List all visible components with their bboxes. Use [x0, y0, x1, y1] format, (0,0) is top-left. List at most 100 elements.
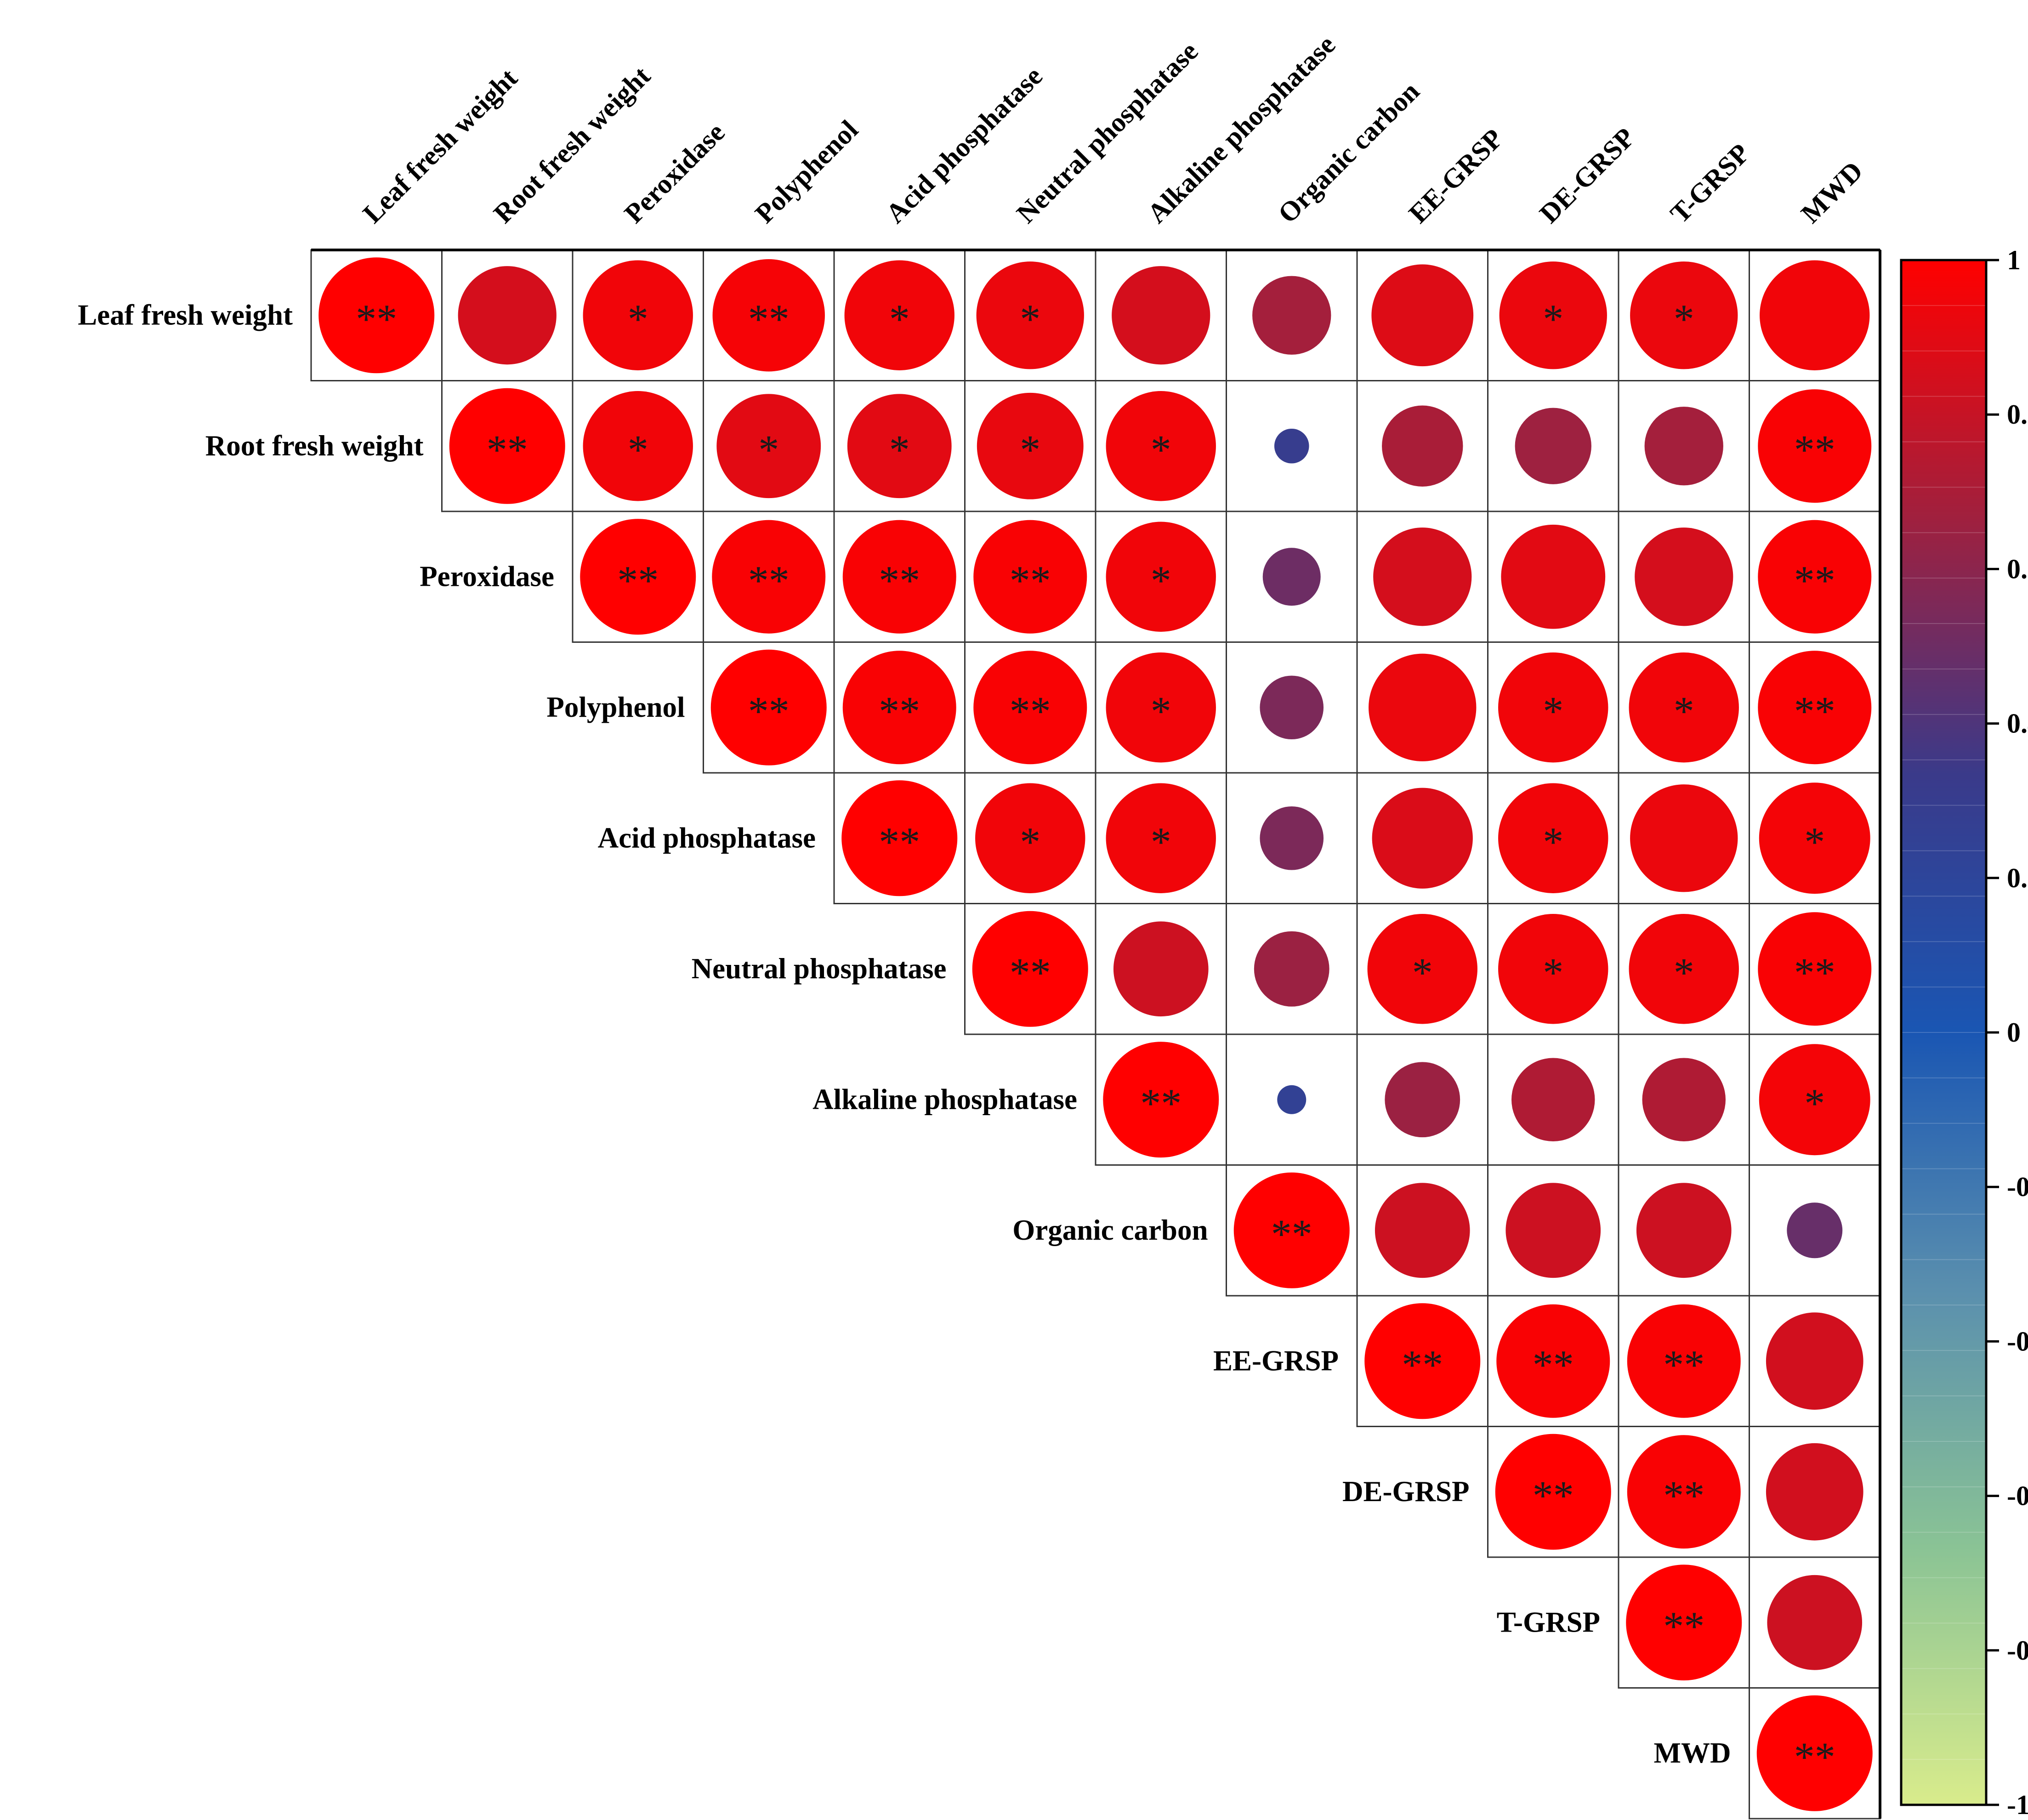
row-label: Acid phosphatase: [598, 822, 816, 854]
correlation-circle: [1254, 931, 1329, 1007]
correlation-circle: [1496, 1304, 1610, 1418]
significance-label: *: [1151, 558, 1171, 603]
correlation-circle: [1501, 524, 1606, 629]
significance-label: *: [1543, 296, 1563, 342]
significance-label: **: [1533, 1473, 1574, 1519]
correlation-circle: [1626, 1565, 1742, 1681]
correlation-circle: [1642, 1058, 1726, 1141]
correlation-circle: [1495, 1434, 1611, 1550]
column-label: T-GRSP: [1664, 138, 1755, 229]
correlation-circle: [1367, 914, 1477, 1024]
significance-label: *: [1674, 689, 1694, 734]
correlation-circle: [1382, 405, 1463, 487]
significance-label: *: [1804, 1081, 1825, 1126]
significance-label: *: [1020, 819, 1040, 865]
significance-label: **: [1010, 950, 1051, 996]
significance-label: **: [1663, 1604, 1704, 1649]
correlation-circle: [1371, 264, 1474, 367]
correlation-circle: [712, 259, 825, 372]
correlation-circle: [1373, 527, 1472, 626]
correlation-circle: [1636, 1183, 1732, 1278]
column-label: Organic carbon: [1272, 76, 1425, 229]
correlation-circle: [1635, 527, 1733, 626]
row-label: Neutral phosphatase: [692, 953, 947, 985]
colorbar-tick-label: 0.2: [2007, 863, 2028, 893]
significance-label: **: [487, 427, 528, 473]
significance-label: *: [628, 427, 648, 473]
correlation-circle: [580, 519, 696, 635]
correlation-circle: [1511, 1058, 1595, 1141]
colorbar-gradient: [1901, 260, 1986, 1805]
colorbar-tick-label: -0.6: [2007, 1481, 2028, 1511]
correlation-circle: [975, 783, 1085, 893]
correlation-circle: [583, 260, 693, 370]
correlation-circle: [977, 392, 1084, 499]
correlation-circle: [976, 261, 1084, 369]
row-label: Peroxidase: [420, 560, 554, 592]
correlation-circle: [1759, 782, 1870, 894]
significance-label: **: [617, 558, 659, 603]
colorbar-tick-label: -0.2: [2007, 1172, 2028, 1202]
row-label: Polyphenol: [546, 691, 685, 723]
significance-label: **: [748, 689, 790, 734]
significance-label: *: [1804, 819, 1825, 865]
significance-label: **: [1271, 1212, 1312, 1257]
significance-label: **: [1010, 689, 1051, 734]
significance-label: *: [889, 296, 910, 342]
correlation-circle: [1787, 1202, 1843, 1259]
correlation-circle: [1630, 784, 1738, 892]
correlation-circle: [712, 520, 826, 634]
significance-label: *: [1543, 819, 1563, 865]
correlation-circle: [1385, 1062, 1460, 1138]
correlation-circle: [841, 780, 958, 896]
column-label: MWD: [1795, 155, 1869, 229]
correlation-circle: [972, 911, 1088, 1027]
correlation-circle: [1364, 1303, 1481, 1419]
correlation-circle: [1627, 1304, 1741, 1418]
correlation-circle: [1260, 806, 1324, 870]
row-label: Root fresh weight: [205, 430, 424, 462]
row-label: EE-GRSP: [1213, 1344, 1339, 1377]
correlation-circle: [710, 649, 827, 765]
colorbar-tick-label: 1: [2007, 245, 2021, 275]
colorbar: 10.80.60.40.20-0.2-0.4-0.6-0.8-1: [1900, 245, 2028, 1820]
significance-label: **: [1010, 558, 1051, 603]
significance-label: *: [1674, 950, 1694, 996]
correlation-circle: [1766, 1443, 1863, 1541]
significance-label: **: [1533, 1342, 1574, 1388]
correlation-grid: ****************************************…: [310, 249, 1881, 1820]
column-label: Peroxidase: [619, 117, 731, 229]
significance-label: **: [1794, 689, 1835, 734]
correlation-circle: [1103, 1042, 1219, 1158]
correlation-circle: [1274, 428, 1309, 464]
correlation-circle: [449, 388, 565, 504]
significance-label: *: [1674, 296, 1694, 342]
correlation-circle: [844, 260, 954, 370]
colorbar-tick-label: -0.4: [2007, 1326, 2028, 1356]
correlation-circle: [1630, 261, 1738, 369]
significance-label: **: [879, 558, 920, 603]
row-label: Alkaline phosphatase: [812, 1083, 1077, 1115]
correlation-circle: [1766, 1312, 1863, 1410]
correlation-circle: [1629, 652, 1739, 763]
correlation-circle: [1505, 1183, 1601, 1278]
correlation-circle: [1106, 391, 1216, 501]
correlation-circle: [1758, 651, 1872, 765]
correlation-circle: [1277, 1085, 1307, 1114]
significance-label: **: [1794, 950, 1835, 996]
column-label: DE-GRSP: [1534, 122, 1641, 229]
significance-label: *: [1020, 296, 1040, 342]
significance-label: *: [1151, 427, 1171, 473]
significance-label: *: [889, 427, 910, 473]
correlation-circle: [716, 394, 821, 499]
significance-label: *: [758, 427, 779, 473]
correlation-circle: [1372, 788, 1473, 889]
correlation-circle: [1758, 389, 1872, 503]
significance-label: **: [356, 296, 397, 342]
correlation-circle: [1499, 261, 1607, 369]
significance-label: **: [1663, 1473, 1704, 1519]
correlation-circle: [583, 391, 693, 501]
row-label: Leaf fresh weight: [78, 299, 293, 331]
